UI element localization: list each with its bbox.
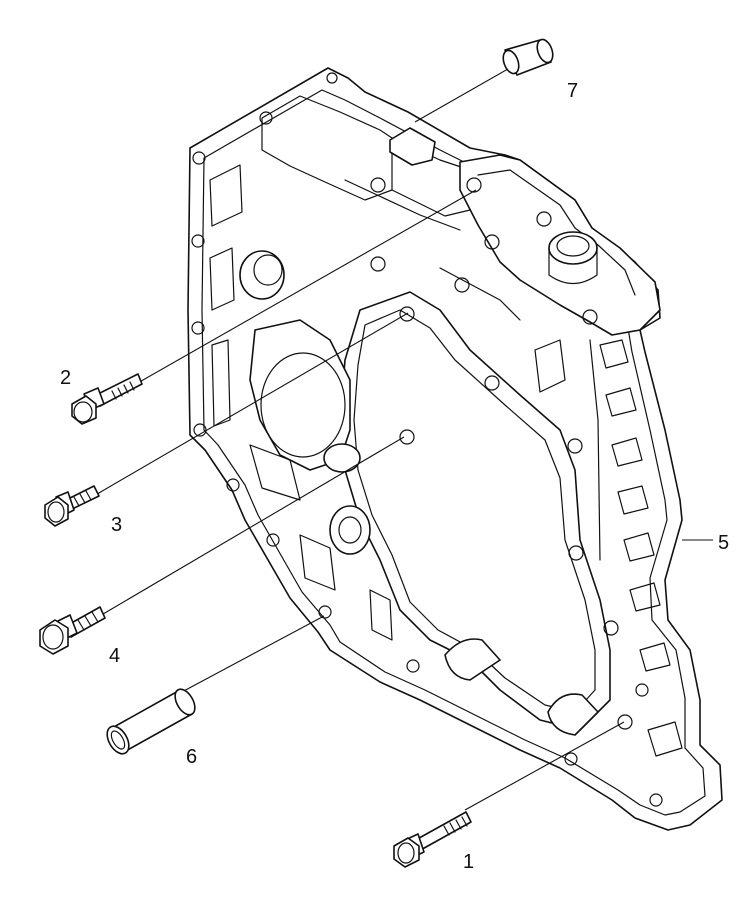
bolt-part-3 [44, 485, 100, 527]
callout-label-6: 6 [186, 746, 197, 768]
bolt-part-2 [71, 373, 143, 425]
callout-label-5: 5 [718, 532, 729, 554]
plug-part-7 [502, 38, 554, 76]
leader-lines [91, 64, 713, 811]
callout-label-1: 1 [463, 851, 474, 873]
sleeve-part-6 [106, 688, 196, 755]
callout-label-4: 4 [109, 645, 120, 667]
callout-labels: 1 2 3 4 5 6 7 [60, 80, 729, 873]
bolt-part-4 [39, 606, 106, 655]
callout-label-3: 3 [111, 514, 122, 536]
housing-cover [187, 67, 723, 831]
bolt-part-1 [393, 811, 472, 868]
callout-label-2: 2 [60, 367, 71, 389]
callout-label-7: 7 [567, 80, 578, 102]
